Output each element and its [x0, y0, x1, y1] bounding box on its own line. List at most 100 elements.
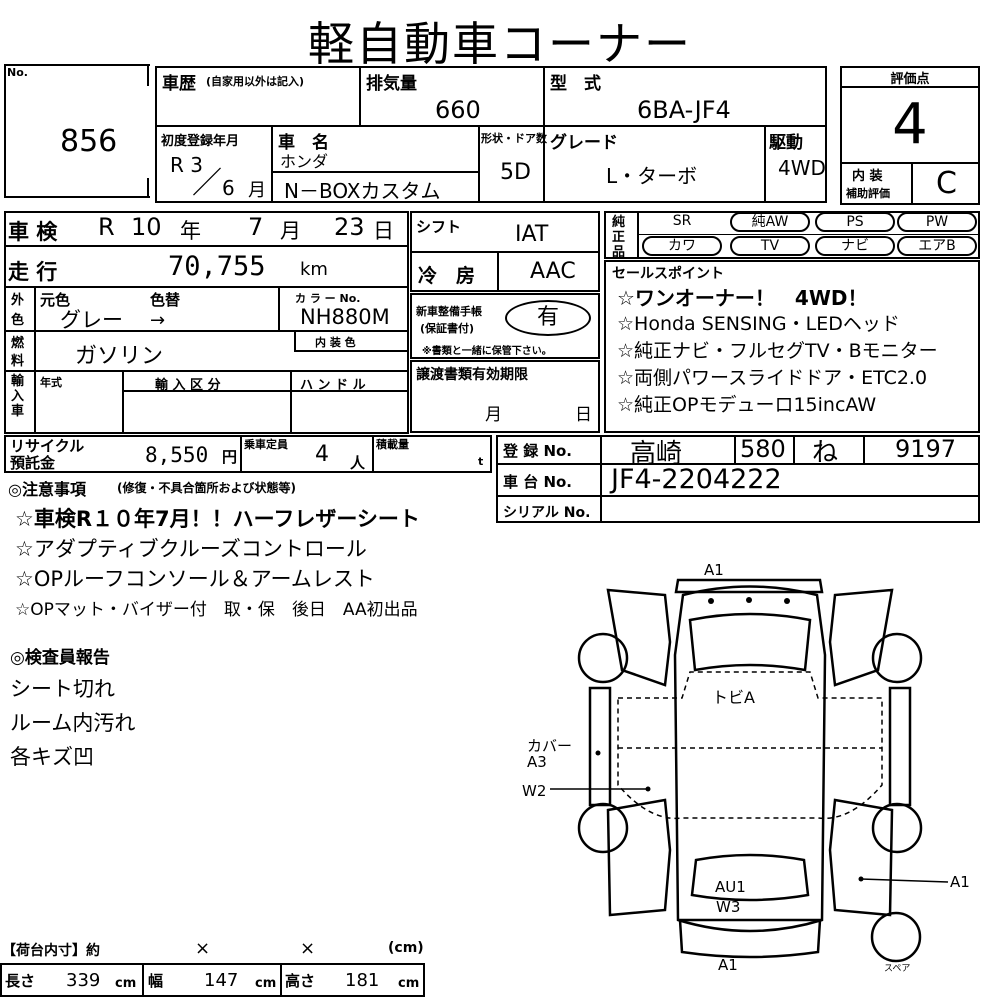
interior-score-label-1: 内 装	[852, 169, 883, 184]
sales-point-2: ☆Honda SENSING・LEDヘッド	[617, 313, 900, 335]
genuine-side-3: 品	[612, 245, 626, 260]
interior-score-value: C	[936, 166, 957, 201]
note-line-4: ☆OPマット・バイザー付 取・保 後日 AA初出品	[15, 600, 418, 620]
cargo-width-label: 幅	[148, 972, 164, 990]
notes-label: ◎注意事項	[8, 480, 86, 499]
cargo-x-1: ×	[195, 938, 211, 959]
registration-number: 9197	[895, 435, 957, 463]
sales-point-5: ☆純正OPモデューロ15incAW	[617, 394, 877, 416]
vehicle-header-grid	[155, 66, 827, 203]
load-unit: t	[478, 455, 484, 468]
page-title: 軽自動車コーナー	[308, 17, 692, 71]
genuine-side-2: 正	[612, 230, 626, 245]
shift-label: シフト	[416, 218, 462, 236]
color-orig-label: 元色	[40, 291, 71, 309]
recycle-unit: 円	[222, 448, 238, 466]
transfer-day-unit: 日	[575, 405, 592, 425]
score-value: 4	[892, 92, 928, 157]
inspector-line-2: ルーム内汚れ	[10, 711, 136, 735]
import-category-label: 輸 入 区 分	[155, 378, 221, 393]
damage-w2-code: W2	[522, 782, 547, 800]
option-ps: PS	[815, 212, 895, 232]
registration-box	[496, 435, 980, 523]
warranty-value: 有	[505, 300, 591, 336]
lot-box	[4, 64, 150, 198]
mileage-value: 70,755	[168, 251, 266, 282]
lot-number: 856	[60, 124, 118, 159]
damage-top-code: A1	[704, 561, 724, 579]
cargo-length-unit: cm	[115, 976, 137, 991]
aircon-value: AAC	[530, 259, 576, 284]
notes-sublabel: (修復・不具合箇所および状態等)	[117, 481, 296, 495]
car-name-label: 車 名	[278, 133, 329, 153]
inspector-line-3: 各キズ凹	[10, 745, 94, 769]
damage-bottom-code: A1	[718, 956, 738, 974]
damage-rear-code-2: W3	[716, 898, 741, 916]
mileage-unit: km	[300, 259, 328, 280]
grade-value: L・ターボ	[606, 164, 698, 188]
first-reg-slash: ／	[192, 166, 222, 201]
capacity-label: 乗車定員	[244, 438, 288, 451]
inspection-month: 7	[248, 213, 264, 241]
doors-value: 5D	[500, 160, 531, 185]
cargo-width-unit: cm	[255, 976, 277, 991]
color-side-1: 外	[11, 293, 25, 308]
cargo-height-unit: cm	[398, 976, 420, 991]
transfer-month-unit: 月	[485, 405, 502, 425]
model-value: 6BA-JF4	[637, 96, 731, 124]
chassis-value: JF4-2204222	[611, 464, 782, 495]
recycle-label-2: 預託金	[10, 454, 56, 472]
registration-place: 高崎	[630, 439, 683, 469]
inspection-day: 23	[334, 213, 365, 241]
load-label: 積載量	[376, 438, 409, 451]
model-label: 型 式	[550, 74, 601, 94]
import-handle-label: ハ ン ド ル	[300, 378, 366, 393]
lot-label: No.	[7, 66, 28, 79]
color-change-label: 色替	[150, 291, 181, 309]
capacity-value: 4	[315, 442, 329, 467]
note-line-1: ☆車検R１０年7月！！ハーフレザーシート	[15, 507, 420, 531]
option-airbag: エアB	[897, 236, 977, 256]
cargo-label: 【荷台内寸】約	[2, 943, 100, 959]
first-reg-year: R 3	[170, 153, 203, 177]
sales-point-4: ☆両側パワースライドドア・ETC2.0	[617, 367, 928, 389]
option-navi: ナビ	[815, 236, 895, 256]
damage-right-code: A1	[950, 873, 970, 891]
score-box	[840, 66, 980, 205]
history-label: 車歴	[162, 74, 196, 94]
recycle-label-1: リサイクル	[10, 437, 85, 455]
car-maker: ホンダ	[280, 152, 329, 171]
cargo-height-label: 高さ	[285, 972, 316, 990]
note-line-3: ☆OPルーフコンソール＆アームレスト	[15, 567, 375, 591]
import-year-label: 年式	[40, 376, 62, 389]
inspector-line-1: シート切れ	[10, 677, 115, 701]
color-change-arrow: →	[150, 310, 166, 331]
cargo-height: 181	[345, 970, 380, 991]
damage-cover-label: カバー	[527, 737, 573, 755]
capacity-unit: 人	[350, 454, 366, 472]
inspection-year-unit: 年	[180, 219, 201, 243]
option-pw: PW	[897, 212, 977, 232]
inspection-year: 10	[131, 213, 162, 241]
chassis-label: 車 台 No.	[503, 473, 573, 491]
interior-score-label-2: 補助評価	[846, 187, 890, 200]
import-side-label: 輸入車	[11, 374, 25, 419]
displacement-label: 排気量	[366, 74, 417, 94]
sales-point-3: ☆純正ナビ・フルセグTV・Bモニター	[617, 340, 938, 362]
cargo-length: 339	[66, 970, 101, 991]
damage-roof-label: トビA	[712, 688, 755, 707]
cargo-x-2: ×	[300, 938, 316, 959]
grade-label: グレード	[550, 133, 618, 153]
spare-tire-label: スペア	[884, 964, 911, 974]
warranty-box	[410, 293, 600, 359]
inspection-month-unit: 月	[280, 219, 301, 243]
vehicle-damage-diagram	[550, 578, 949, 963]
transfer-label: 譲渡書類有効期限	[416, 367, 528, 383]
fuel-side-1: 燃	[11, 336, 25, 351]
history-sublabel: (自家用以外は記入)	[206, 75, 305, 88]
cargo-length-label: 長さ	[5, 972, 36, 990]
color-side-2: 色	[11, 313, 25, 328]
registration-kana: ね	[812, 438, 839, 468]
serial-label: シリアル No.	[503, 505, 591, 521]
car-name: N－BOXカスタム	[284, 179, 441, 203]
